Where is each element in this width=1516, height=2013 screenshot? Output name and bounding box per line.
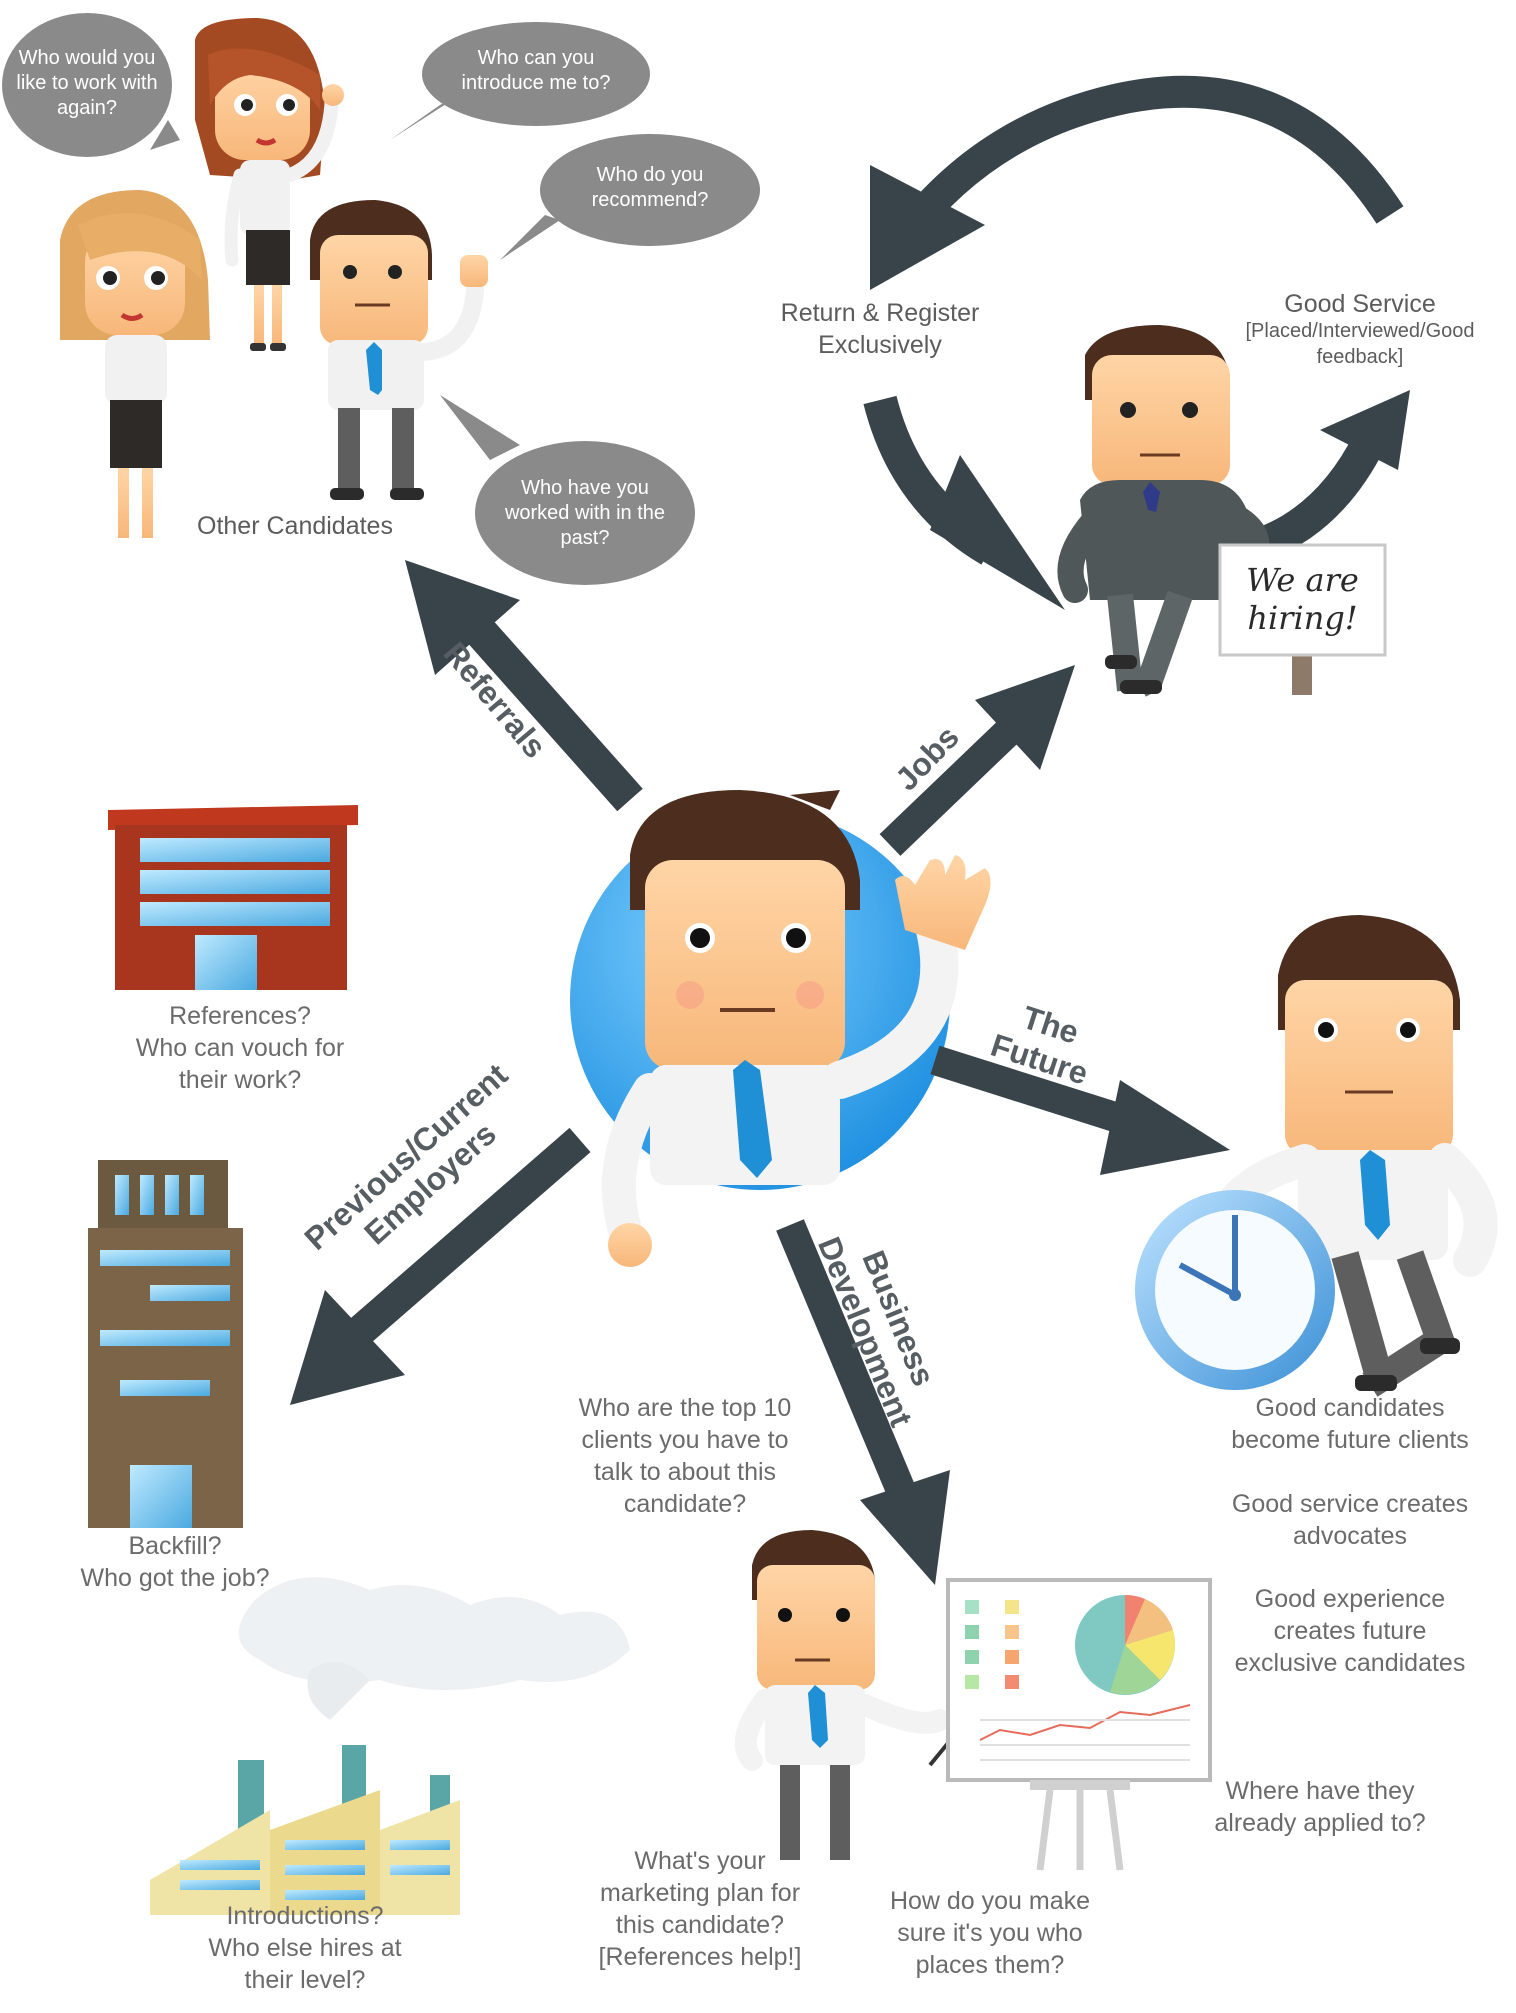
marketing-line: What's your (634, 1847, 766, 1875)
bubble-1-line: like to work with (16, 72, 158, 94)
references-line: their work? (178, 1066, 302, 1094)
central-candidate-figure (570, 790, 991, 1267)
jobs-arrow (879, 665, 1075, 856)
backfill-label: Backfill? Who got the job? (60, 1530, 290, 1594)
bubble-2-line: Who can you (477, 47, 595, 69)
business-arrow (776, 1219, 950, 1585)
introductions-line: Who else hires at (208, 1934, 402, 1962)
introductions-line: Introductions? (226, 1902, 384, 1930)
bubble-2-line: introduce me to? (461, 72, 611, 94)
tall-office-building (88, 1160, 243, 1528)
bubble-text-2: Who can you introduce me to? (436, 46, 636, 96)
good-service-arrow (1253, 390, 1410, 562)
return-register-line: Exclusively (818, 331, 942, 359)
future-point-line: Good experience (1254, 1585, 1446, 1613)
top-clients-label: Who are the top 10 clients you have to t… (565, 1392, 805, 1520)
factory-building (150, 1577, 630, 1915)
employers-arrow (290, 1127, 591, 1405)
applied-label: Where have they already applied to? (1195, 1775, 1445, 1839)
bubble-4-line: worked with in the (504, 502, 666, 524)
return-register-label: Return & Register Exclusively (760, 297, 1000, 361)
speech-bubble-2 (390, 22, 650, 140)
bubble-4-line: past? (560, 527, 610, 549)
future-point-line: advocates (1293, 1522, 1407, 1550)
bubble-1-line: again? (56, 97, 118, 119)
good-service-line: feedback] (1316, 346, 1404, 368)
speech-bubble-3 (500, 134, 760, 260)
future-point-line: Good service creates (1231, 1490, 1469, 1518)
good-service-title: Good Service (1284, 290, 1436, 318)
future-point-line: Good candidates (1255, 1394, 1445, 1422)
future-point-line: creates future (1273, 1617, 1427, 1645)
make-sure-line: How do you make (889, 1887, 1091, 1915)
future-point-line: exclusive candidates (1234, 1649, 1466, 1677)
references-label: References? Who can vouch for their work… (110, 1000, 370, 1096)
make-sure-line: places them? (915, 1951, 1065, 1979)
make-sure-line: sure it's you who (897, 1919, 1083, 1947)
hiring-manager-figure (1057, 325, 1387, 697)
return-register-line: Return & Register (780, 299, 980, 327)
future-arrow (930, 1045, 1230, 1175)
other-candidates-label: Other Candidates (197, 512, 393, 540)
good-service-detail: [Placed/Interviewed/Good feedback] (1215, 318, 1505, 370)
bubble-4-line: Who have you (521, 477, 649, 499)
top-clients-line: talk to about this (593, 1458, 777, 1486)
references-line: Who can vouch for (135, 1034, 345, 1062)
return-arrow (863, 395, 1065, 610)
backfill-line: Backfill? (128, 1532, 222, 1560)
sign-line: hiring! (1247, 599, 1358, 637)
speech-bubble-4 (440, 395, 695, 585)
cycle-arrow (870, 75, 1404, 290)
good-service-line: [Placed/Interviewed/Good (1245, 320, 1475, 342)
bubble-text-4: Who have you worked with in the past? (480, 476, 690, 551)
bubble-1-line: Who would you (18, 47, 156, 69)
sign-line: We are (1246, 561, 1359, 599)
future-point-line: become future clients (1231, 1426, 1469, 1454)
marketing-line: [References help!] (598, 1943, 802, 1971)
red-office-building (108, 805, 358, 990)
marketing-line: marketing plan for (599, 1879, 801, 1907)
make-sure-label: How do you make sure it's you who places… (870, 1885, 1110, 1981)
speech-bubble-1 (2, 13, 180, 157)
future-client-figure (1135, 915, 1498, 1397)
applied-line: Where have they (1225, 1777, 1415, 1805)
marketing-plan-label: What's your marketing plan for this cand… (580, 1845, 820, 1973)
introductions-label: Introductions? Who else hires at their l… (185, 1900, 425, 1996)
future-point-3: Good experience creates future exclusive… (1210, 1583, 1490, 1679)
marketing-line: this candidate? (615, 1911, 785, 1939)
applied-line: already applied to? (1214, 1809, 1426, 1837)
presenter-figure (734, 1530, 1212, 1871)
bubble-3-line: recommend? (591, 189, 709, 211)
woman-brown-hair-figure (195, 18, 344, 351)
woman-blonde-figure (60, 190, 210, 538)
backfill-line: Who got the job? (80, 1564, 270, 1592)
top-clients-line: Who are the top 10 (578, 1394, 792, 1422)
bubble-text-1: Who would you like to work with again? (7, 46, 167, 121)
top-clients-line: candidate? (623, 1490, 747, 1518)
references-line: References? (169, 1002, 311, 1030)
bubble-3-line: Who do you (596, 164, 704, 186)
future-point-2: Good service creates advocates (1210, 1488, 1490, 1552)
hiring-sign-text: We are hiring! (1225, 561, 1380, 637)
introductions-line: their level? (244, 1966, 366, 1994)
man-thumbs-up-figure (310, 200, 488, 500)
referrals-arrow (405, 560, 643, 812)
bubble-text-3: Who do you recommend? (555, 163, 745, 213)
future-point-1: Good candidates become future clients (1210, 1392, 1490, 1456)
top-clients-line: clients you have to (581, 1426, 789, 1454)
